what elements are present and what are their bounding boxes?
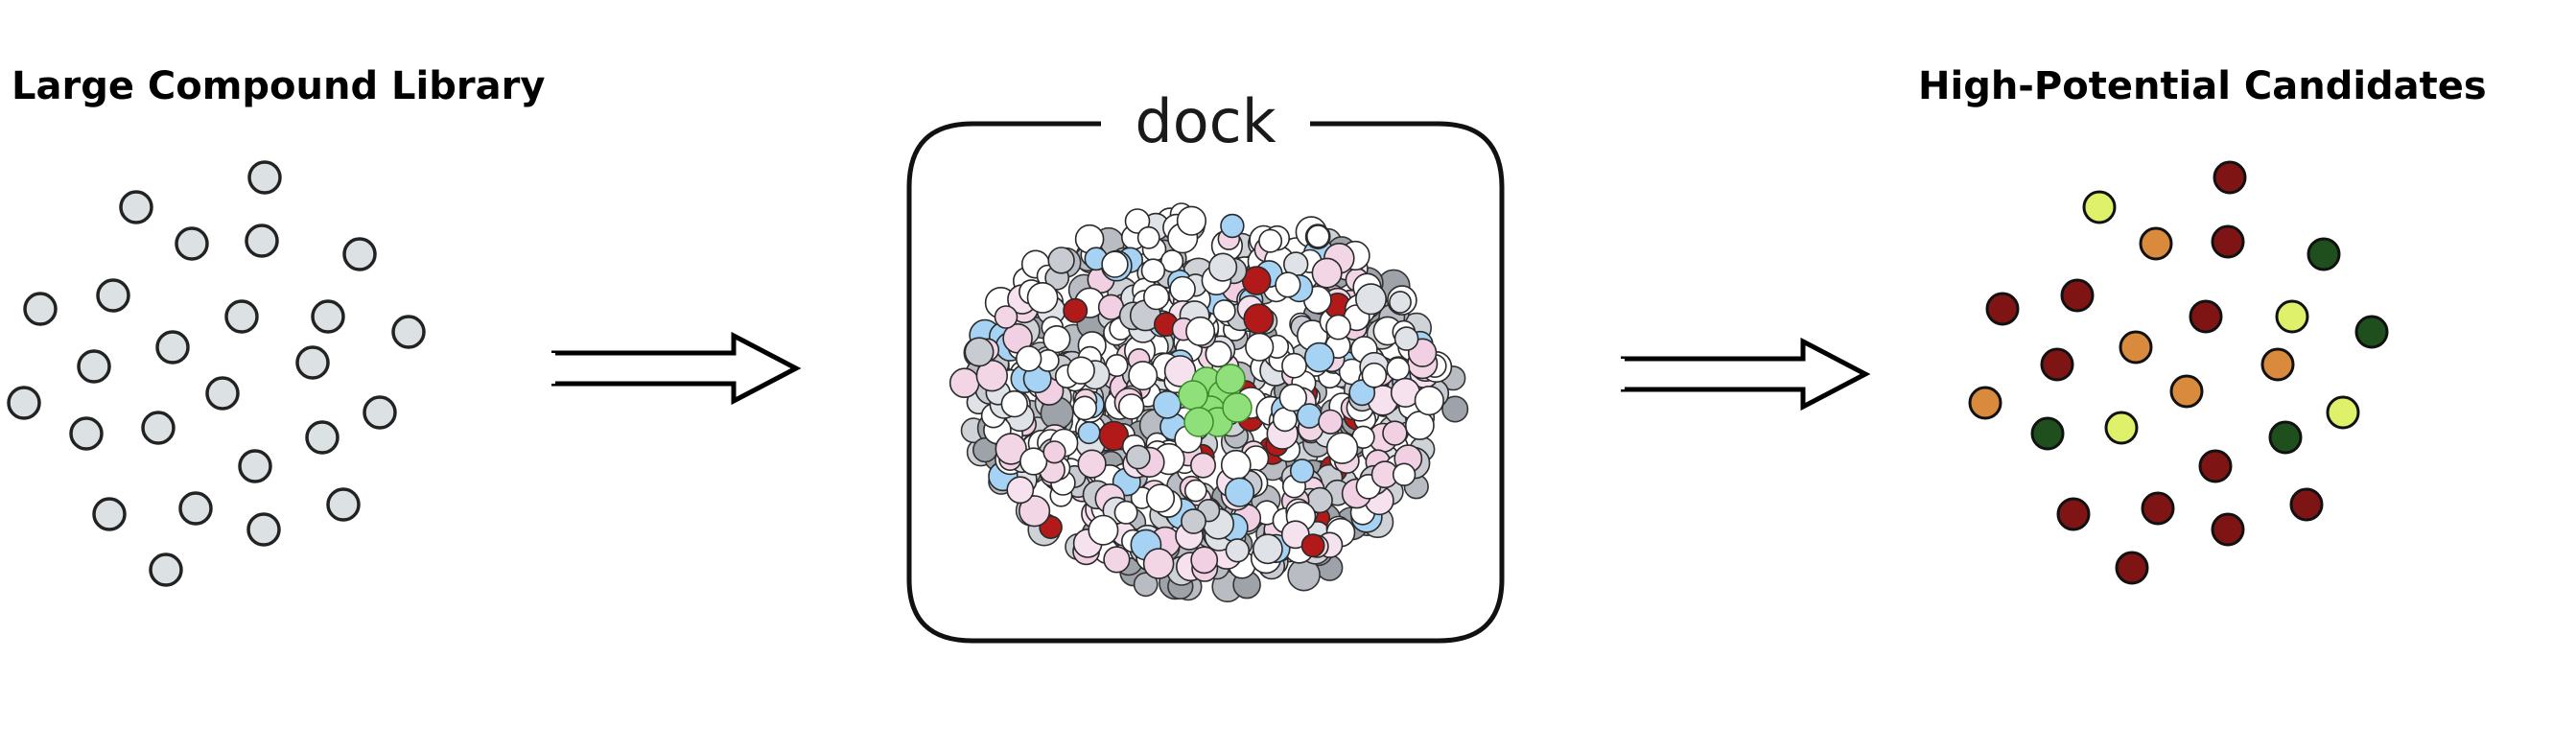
compound-dot — [92, 497, 127, 531]
compound-dot — [342, 237, 377, 271]
candidate-dot — [2141, 491, 2175, 526]
compound-dot — [311, 299, 345, 334]
compound-dot — [205, 376, 240, 411]
double-arrow-icon — [1617, 337, 1871, 412]
compound-dot — [23, 292, 58, 326]
candidate-dot — [2213, 160, 2247, 195]
compound-dot — [326, 487, 361, 522]
compound-dot — [363, 395, 397, 430]
compound-dot — [175, 226, 209, 261]
compound-library-panel: Large Compound Library — [7, 64, 545, 587]
compound-dot — [149, 553, 183, 587]
candidate-dot — [2211, 224, 2245, 259]
candidate-dot — [2307, 237, 2341, 271]
candidates-title: High-Potential Candidates — [1918, 64, 2487, 108]
protein-surface-icon — [948, 202, 1469, 603]
candidate-dot — [1985, 292, 2020, 326]
candidate-dot — [2326, 395, 2360, 430]
compound-dot — [7, 386, 41, 420]
compound-dot — [119, 190, 153, 224]
double-arrow-icon — [548, 331, 802, 406]
compound-dot — [305, 420, 340, 455]
compound-dot — [77, 349, 111, 384]
compound-dot — [96, 278, 130, 313]
compound-dot — [391, 315, 426, 349]
candidate-dot — [2275, 299, 2309, 334]
candidate-dot — [2119, 330, 2153, 364]
candidate-dot — [2104, 411, 2139, 445]
compound-dot — [224, 299, 259, 334]
candidate-dot — [2289, 487, 2324, 522]
dock-panel: dock — [906, 86, 1505, 644]
candidate-dot — [2198, 449, 2233, 483]
candidates-cluster — [1968, 160, 2389, 585]
library-title: Large Compound Library — [12, 64, 545, 108]
candidate-dot — [2260, 347, 2295, 382]
candidate-dot — [2060, 278, 2095, 313]
compound-dot — [141, 411, 176, 445]
candidate-dot — [2056, 497, 2091, 531]
dock-label: dock — [1135, 86, 1276, 156]
candidate-dot — [2211, 512, 2245, 547]
candidate-dot — [1968, 386, 2002, 420]
compound-dot — [247, 160, 282, 195]
candidate-dot — [2189, 299, 2223, 334]
compound-library-cluster — [7, 160, 426, 587]
compound-dot — [178, 491, 213, 526]
compound-dot — [155, 330, 190, 364]
candidate-dot — [2139, 226, 2173, 261]
compound-dot — [245, 223, 279, 258]
candidates-panel: High-Potential Candidates — [1918, 64, 2487, 585]
compound-dot — [246, 512, 281, 547]
candidate-dot — [2268, 420, 2303, 455]
dock-frame — [906, 121, 1505, 644]
candidate-dot — [2030, 416, 2065, 451]
candidate-dot — [2082, 190, 2117, 224]
compound-dot — [295, 345, 330, 380]
candidate-dot — [2169, 374, 2204, 409]
candidate-dot — [2115, 551, 2149, 585]
candidate-dot — [2354, 315, 2389, 349]
compound-dot — [238, 449, 272, 483]
compound-dot — [69, 416, 104, 451]
candidate-dot — [2040, 347, 2074, 382]
